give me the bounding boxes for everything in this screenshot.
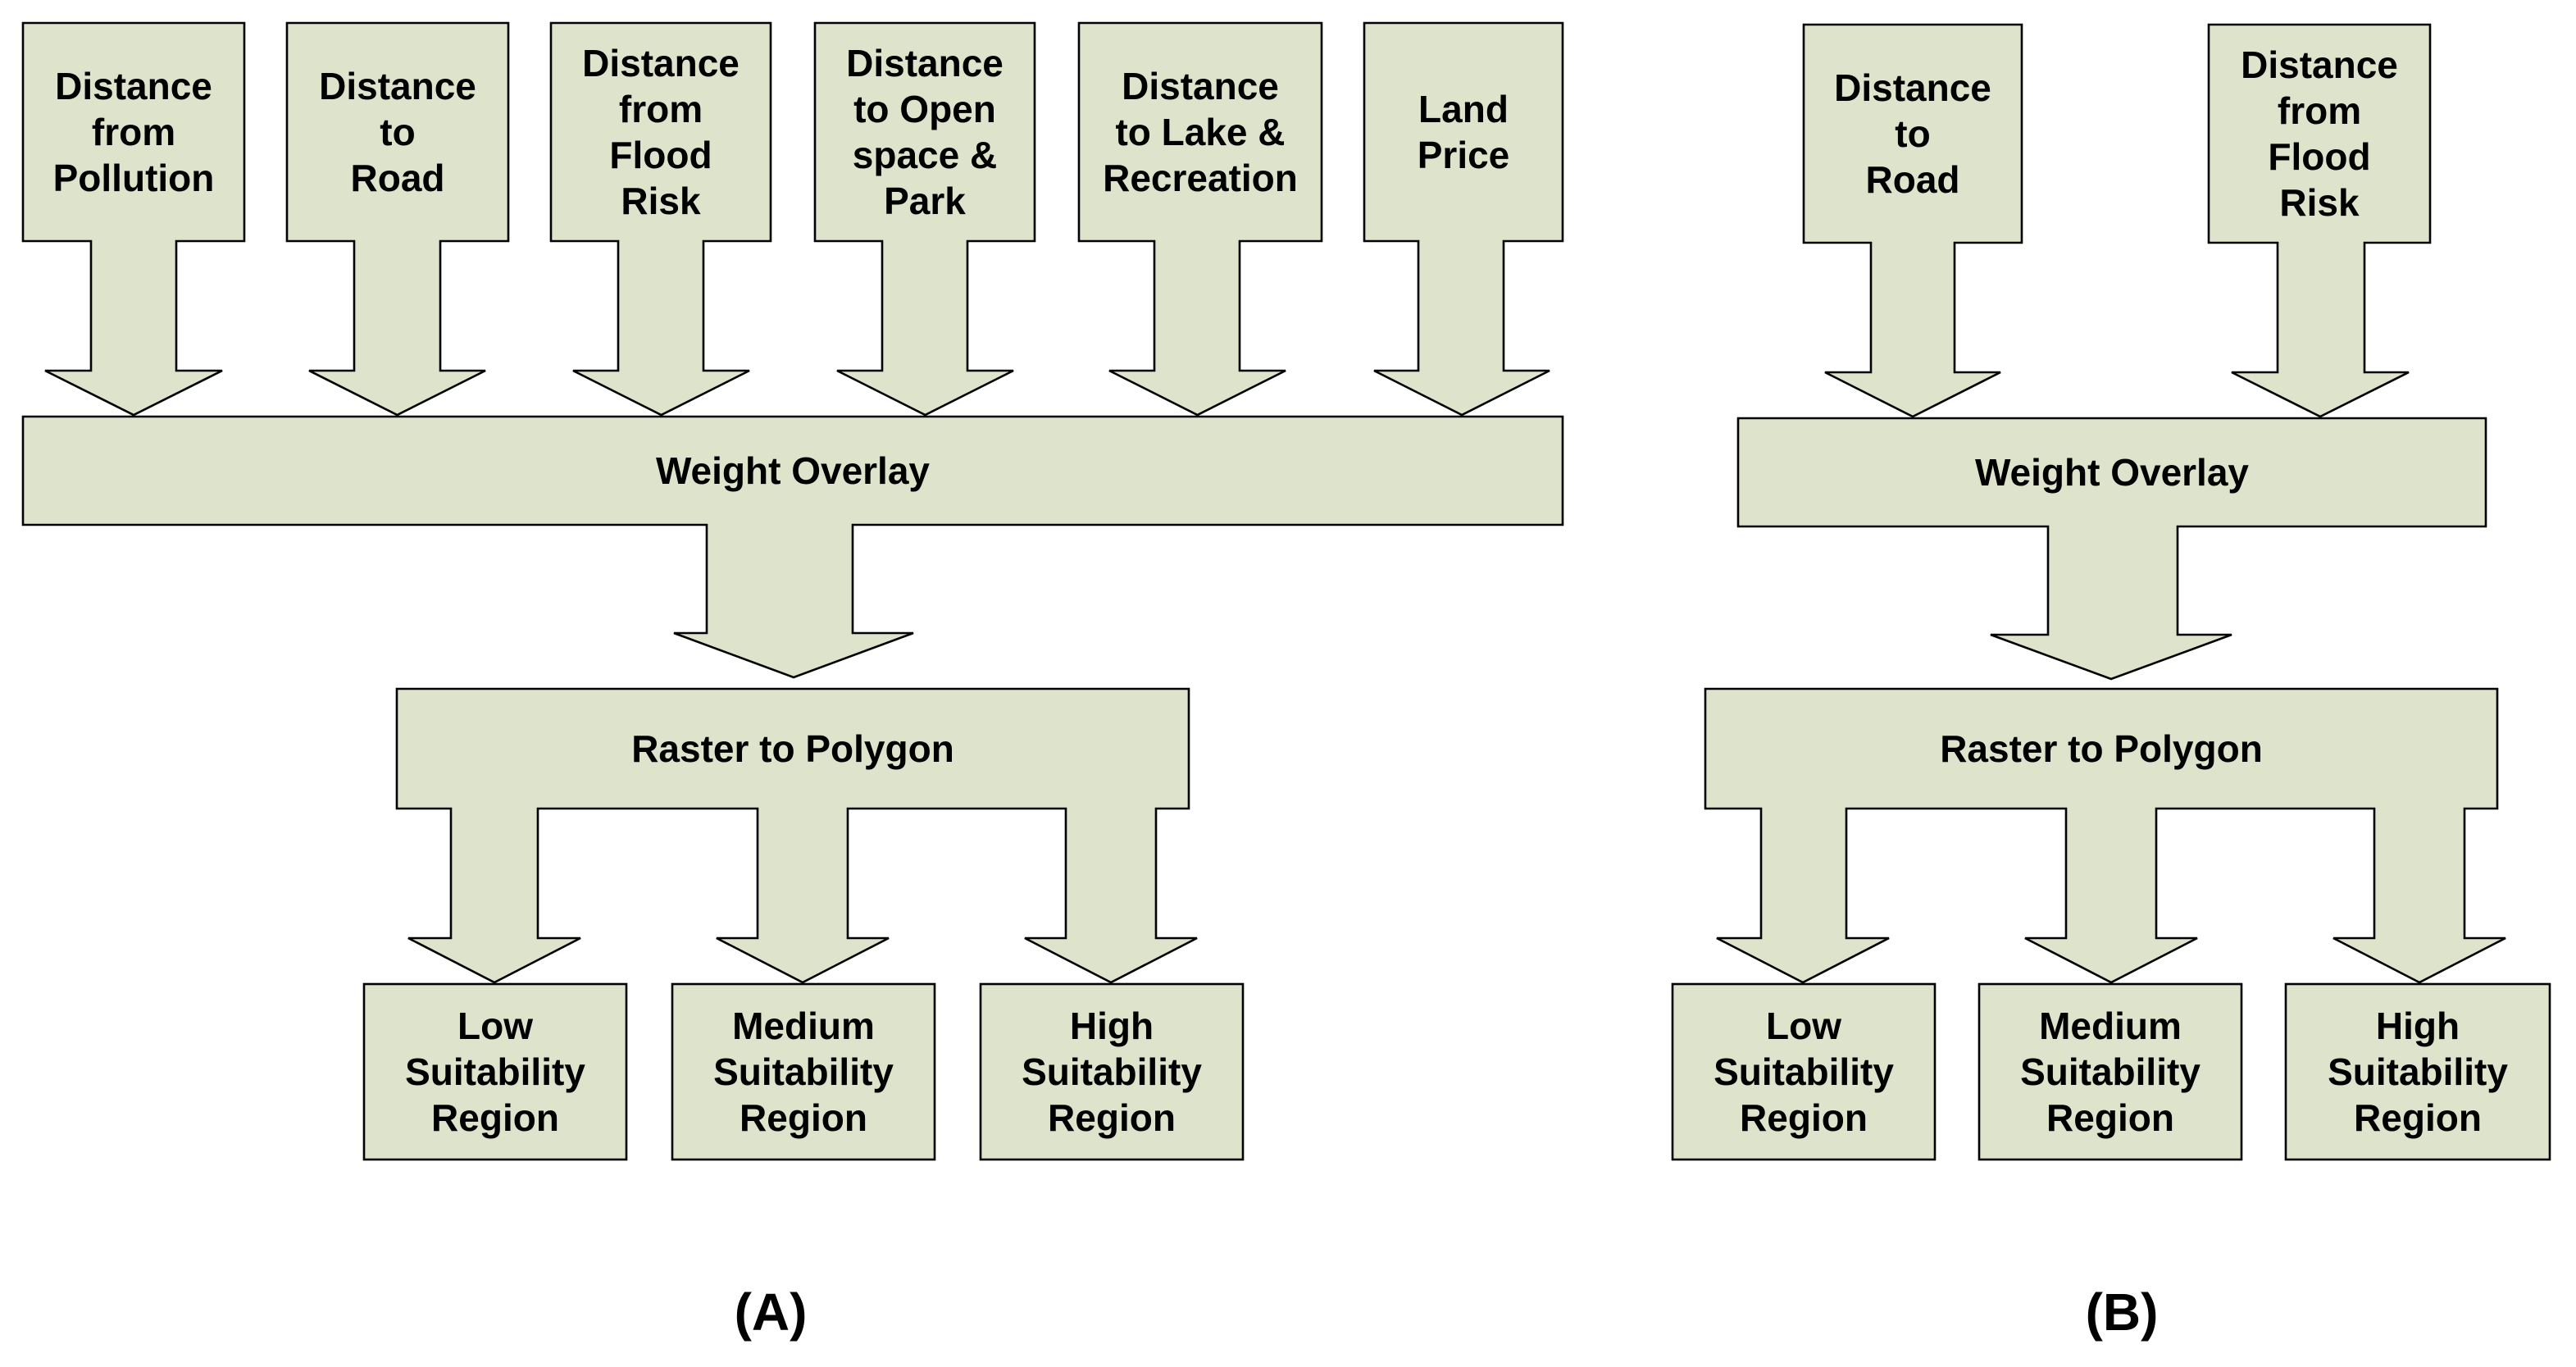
suitability-region-label: Medium bbox=[732, 1005, 875, 1047]
input-label: Land bbox=[1418, 88, 1509, 130]
input-label: Road bbox=[351, 157, 445, 199]
suitability-region-label: Region bbox=[1048, 1096, 1176, 1139]
input-arrow-box bbox=[285, 21, 510, 417]
raster-to-polygon-box bbox=[395, 687, 1198, 984]
input-arrow-box bbox=[813, 21, 1036, 417]
suitability-region-label: Medium bbox=[2039, 1005, 2182, 1047]
suitability-region-label: Suitability bbox=[1714, 1050, 1894, 1093]
input-label: Road bbox=[1866, 158, 1960, 201]
input-label: Distance bbox=[55, 65, 212, 107]
weight-overlay-label: Weight Overlay bbox=[1975, 451, 2249, 494]
input-label: Flood bbox=[2268, 135, 2370, 178]
weight-overlay-box bbox=[21, 415, 1564, 679]
suitability-region-label: Region bbox=[2354, 1096, 2482, 1139]
suitability-region-box bbox=[1671, 982, 1937, 1161]
suitability-region-label: Region bbox=[2046, 1096, 2174, 1139]
suitability-region-label: Suitability bbox=[2020, 1050, 2201, 1093]
input-label: to Open bbox=[853, 88, 996, 130]
input-arrow-box bbox=[1363, 21, 1564, 417]
suitability-region-box bbox=[671, 982, 936, 1161]
raster-to-polygon-box bbox=[1704, 687, 2506, 984]
input-label: to Lake & bbox=[1115, 111, 1285, 153]
input-label: Pollution bbox=[53, 157, 215, 199]
suitability-region-label: Suitability bbox=[1022, 1050, 1202, 1093]
input-label: from bbox=[2278, 89, 2361, 132]
suitability-region-label: High bbox=[1070, 1005, 1154, 1047]
suitability-region-box bbox=[1978, 982, 2243, 1161]
suitability-region-label: High bbox=[2376, 1005, 2460, 1047]
raster-to-polygon-label: Raster to Polygon bbox=[1940, 727, 2263, 770]
input-label: from bbox=[619, 88, 703, 130]
suitability-region-label: Suitability bbox=[713, 1050, 894, 1093]
suitability-region-label: Suitability bbox=[2328, 1050, 2508, 1093]
suitability-region-label: Low bbox=[457, 1005, 533, 1047]
suitability-region-label: Region bbox=[1740, 1096, 1868, 1139]
input-label: Distance bbox=[582, 42, 740, 84]
input-label: Park bbox=[884, 180, 966, 222]
input-label: Distance bbox=[846, 42, 1004, 84]
input-label: to bbox=[1895, 112, 1930, 155]
input-label: space & bbox=[853, 134, 997, 176]
input-label: to bbox=[380, 111, 415, 153]
input-label: Distance bbox=[1122, 65, 1279, 107]
input-label: Distance bbox=[2241, 43, 2398, 86]
input-arrow-box bbox=[1802, 23, 2023, 418]
suitability-region-label: Suitability bbox=[405, 1050, 585, 1093]
input-arrow-box bbox=[1077, 21, 1323, 417]
input-label: Distance bbox=[1834, 66, 1991, 109]
suitability-region-box bbox=[979, 982, 1245, 1161]
suitability-region-box bbox=[362, 982, 628, 1161]
panel-caption: (A) bbox=[735, 1283, 808, 1342]
suitability-region-label: Region bbox=[740, 1096, 867, 1139]
input-arrow-box bbox=[549, 21, 772, 417]
input-label: Flood bbox=[609, 134, 712, 176]
input-label: from bbox=[92, 111, 175, 153]
suitability-region-label: Low bbox=[1766, 1005, 1841, 1047]
suitability-region-label: Region bbox=[431, 1096, 559, 1139]
input-label: Distance bbox=[319, 65, 476, 107]
diagram-b: DistancetoRoadDistancefromFloodRiskWeigh… bbox=[1671, 23, 2551, 1342]
input-label: Price bbox=[1418, 134, 1510, 176]
input-label: Risk bbox=[2279, 181, 2360, 224]
panel-caption: (B) bbox=[2086, 1283, 2159, 1342]
weight-overlay-label: Weight Overlay bbox=[656, 449, 930, 492]
suitability-region-box bbox=[2284, 982, 2551, 1161]
input-label: Recreation bbox=[1103, 157, 1298, 199]
weight-overlay-box bbox=[1736, 417, 2487, 681]
diagram-a: DistancefromPollutionDistancetoRoadDista… bbox=[21, 21, 1564, 1342]
raster-to-polygon-label: Raster to Polygon bbox=[631, 727, 954, 770]
input-arrow-box bbox=[21, 21, 246, 417]
input-arrow-box bbox=[2207, 23, 2432, 418]
input-label: Risk bbox=[621, 180, 701, 222]
